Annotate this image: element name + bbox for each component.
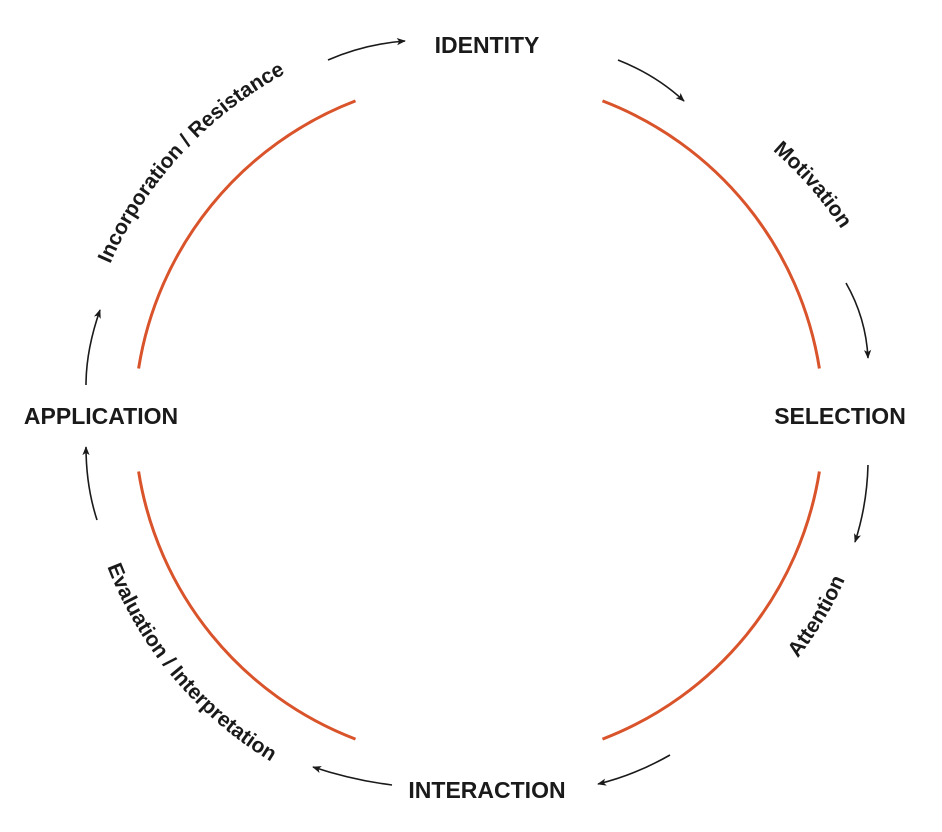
arrow-motivation-to-selection [845,282,872,359]
ring-arc-bottom-right [601,471,821,741]
arrow-evaluation-to-application [82,446,98,521]
ring-arc-bottom-left [137,471,357,741]
transition-evaluation-interpretation: Evaluation / Interpretation [103,560,281,766]
arrow-attention-to-interaction [597,754,671,786]
transition-motivation-text: Motivation [769,137,856,232]
node-application: APPLICATION [24,403,178,429]
transition-attention: Attention [783,572,849,661]
node-selection: SELECTION [774,403,906,429]
ring-arc-top-right [601,99,821,369]
arrow-incorporation-to-identity [327,38,406,61]
transition-attention-text: Attention [783,572,849,661]
arrow-identity-to-motivation [617,59,685,102]
node-identity: IDENTITY [435,32,540,58]
ring-arc-top-left [137,99,357,369]
arrow-application-to-incorporation [85,309,101,386]
arrow-interaction-to-evaluation [312,766,393,786]
node-interaction: INTERACTION [408,777,565,803]
arrow-selection-to-attention [854,464,869,543]
transition-motivation: Motivation [769,137,856,232]
transition-evaluation-text: Evaluation / Interpretation [103,560,281,766]
